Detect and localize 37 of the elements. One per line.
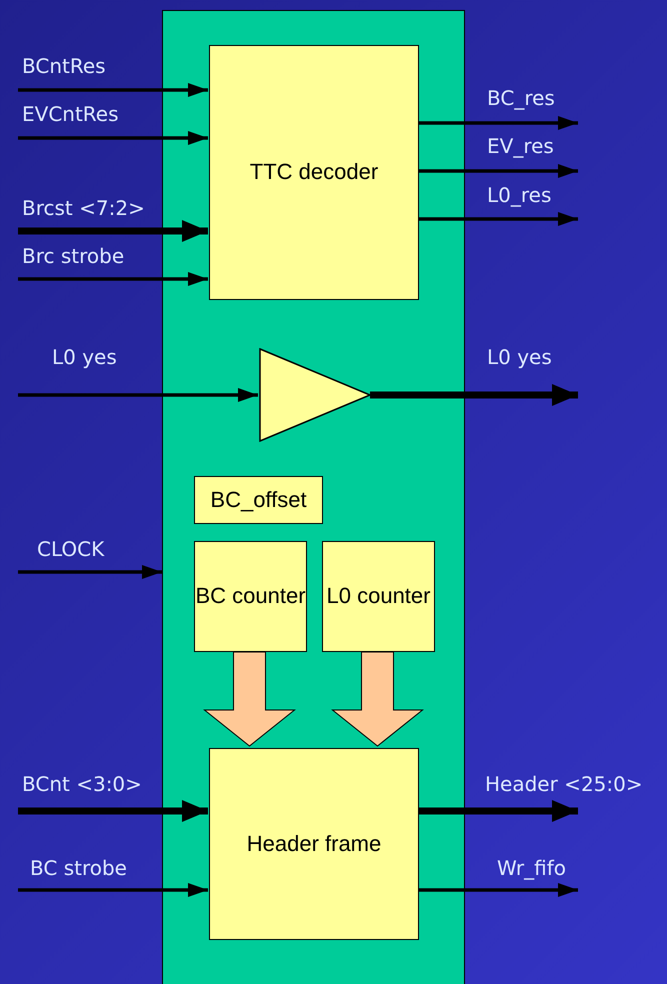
signal-name: L0_res [487,183,552,207]
signal-name: L0 yes [52,345,117,369]
signal-name: EVCntRes [22,102,119,126]
signal-name: EV_res [487,134,554,158]
signal-name: Brc strobe [22,244,124,268]
signal-arrow [18,565,162,579]
signal-arrow [418,800,578,822]
signal-arrow [418,883,578,897]
signal-name: Header <25:0> [485,772,643,796]
buffer-symbol [259,348,371,442]
signal-arrow [18,131,208,145]
counter-block: L0 counter [322,541,435,652]
frame-block: Header frame [209,748,419,940]
module-panel [162,10,465,984]
signal-name: BC strobe [30,856,127,880]
signal-arrow [18,800,208,822]
signal-arrow [418,116,578,130]
counter-block: BC counter [194,541,307,652]
signal-arrow [418,164,578,178]
signal-arrow [18,83,208,97]
signal-arrow [418,212,578,226]
signal-name: Brcst <7:2> [22,196,145,220]
signal-arrow [18,220,208,242]
block-arrow [331,652,424,747]
signal-name: BCnt <3:0> [22,772,142,796]
signal-name: BCntRes [22,54,106,78]
signal-name: BC_res [487,86,555,110]
signal-arrow [18,883,208,897]
decoder-block: TTC decoder [209,45,419,300]
block-arrow [203,652,296,747]
signal-arrow [370,384,578,406]
signal-arrow [18,272,208,286]
signal-name: L0 yes [487,345,552,369]
offset-block: BC_offset [194,476,323,524]
signal-name: CLOCK [37,537,104,561]
signal-name: Wr_fifo [497,856,566,880]
signal-arrow [18,388,258,402]
